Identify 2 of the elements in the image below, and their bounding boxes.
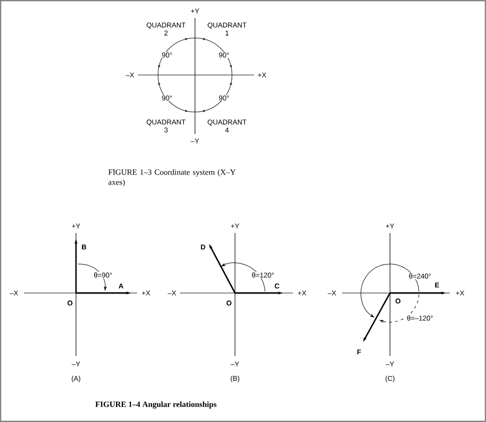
figure-caption: FIGURE 1–3 Coordinate system (X–Y axes) [108, 169, 236, 186]
figure-caption: FIGURE 1–4 Angular relationships [95, 401, 216, 409]
